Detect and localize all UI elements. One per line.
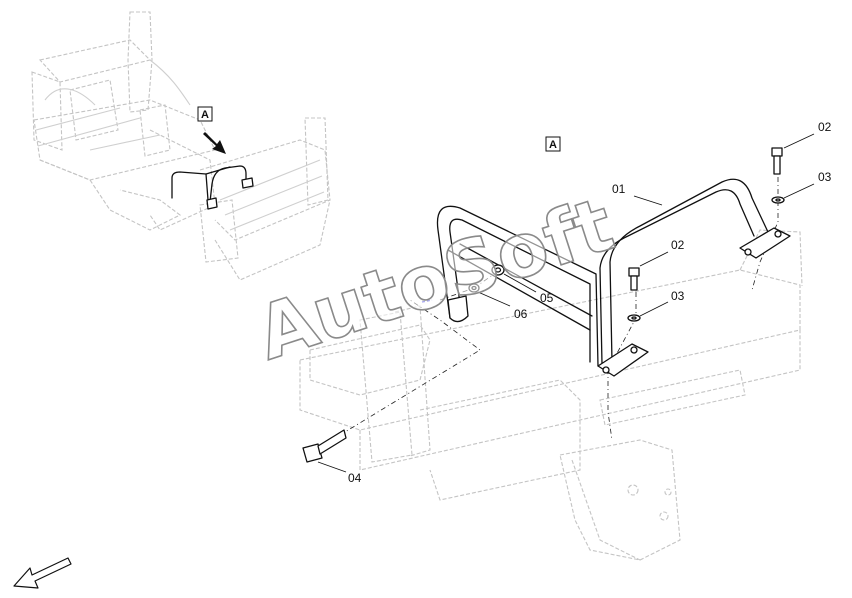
rail-rear-end: [447, 295, 469, 323]
view-label-text: A: [201, 109, 209, 121]
callout-02-mid: 02: [671, 238, 685, 252]
callout-06: 06: [514, 307, 528, 321]
leader-03-mid: [639, 301, 669, 317]
leader-01: [633, 195, 663, 206]
view-label-text: A: [549, 139, 557, 151]
leader-06: [477, 291, 511, 307]
leader-03-top: [783, 183, 815, 199]
washer-03-mid: [627, 314, 641, 322]
inset-view-label: A: [197, 106, 213, 122]
callout-03-top: 03: [818, 170, 832, 184]
blue-hole-marker: [421, 299, 433, 303]
view-label-box: [545, 136, 561, 152]
arrow-down-left-icon: [13, 557, 72, 589]
foot-hole: [744, 248, 752, 256]
foot-hole: [630, 346, 638, 354]
overview-frame-ghost: [31, 11, 331, 281]
long-bolt-04: [302, 429, 347, 463]
callout-04: 04: [348, 471, 362, 485]
overview-rail: [171, 165, 254, 210]
nut-05: [491, 264, 505, 276]
bolt-02-mid: [628, 267, 640, 291]
leader-lines: [317, 133, 815, 473]
leader-02-mid: [639, 251, 669, 267]
washer-06: [468, 283, 480, 293]
arrow-down-right-icon: [203, 132, 226, 154]
main-frame-ghost: [299, 229, 803, 561]
centerline-long-bolt: [339, 299, 481, 436]
foot-hole: [774, 230, 782, 238]
leader-05: [503, 273, 537, 293]
guard-rail: [436, 178, 791, 377]
rail-crossbar: [447, 243, 593, 331]
bolt-02-top: [771, 147, 783, 175]
callout-02-top: 02: [818, 120, 832, 134]
main-view-label: A: [545, 136, 561, 152]
washer-03-top: [771, 196, 785, 204]
leader-04: [317, 461, 347, 473]
rail-tube-outer: [436, 178, 769, 367]
foot-hole: [602, 366, 610, 374]
rail-tube-inner: [449, 189, 755, 365]
overview-inset: A: [31, 11, 331, 281]
callout-01: 01: [612, 182, 626, 196]
callout-03-mid: 03: [671, 289, 685, 303]
view-label-box: [197, 106, 213, 122]
centerline-right-foot: [751, 165, 779, 291]
leader-02-top: [783, 133, 815, 149]
callout-05: 05: [540, 291, 554, 305]
